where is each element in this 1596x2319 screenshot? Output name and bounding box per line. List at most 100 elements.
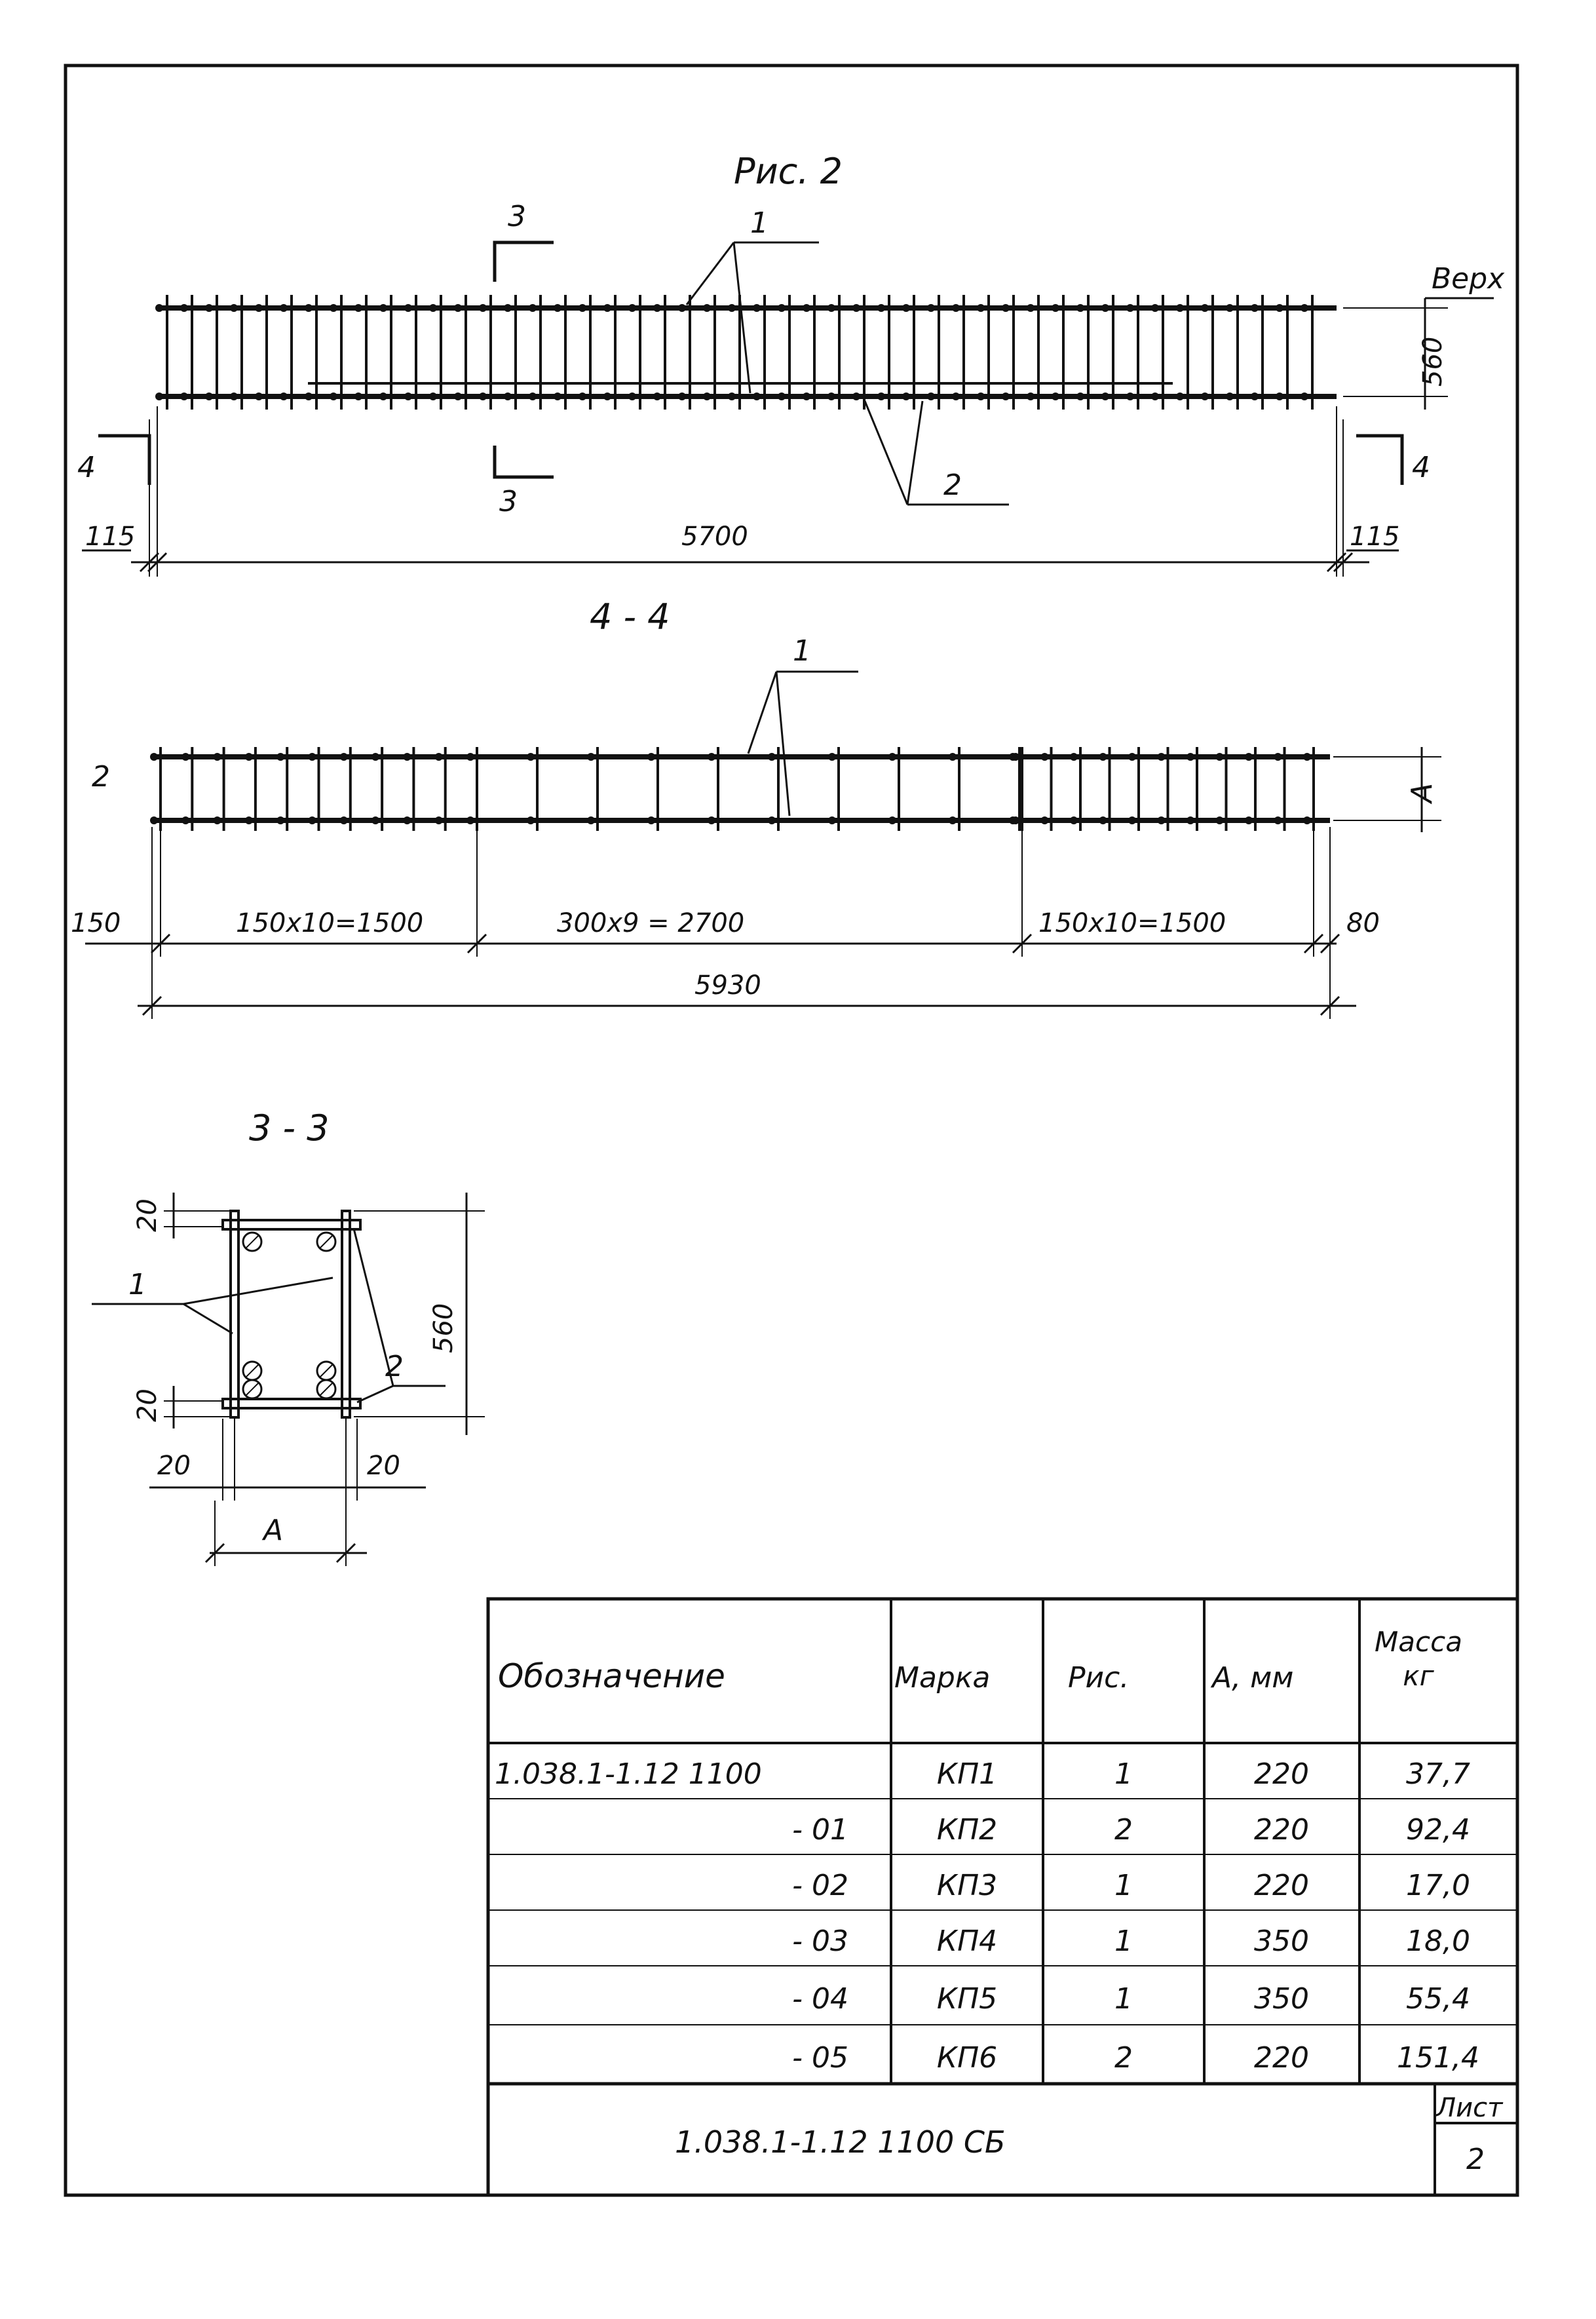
cell-mark: КП4 [937,1925,997,1958]
callout-2-label: 2 [943,469,962,502]
s33-hatch-3 [245,1364,259,1378]
weld-dot [150,753,158,761]
weld-dot [181,816,190,824]
weld-dot [434,753,443,761]
weld-dot [213,753,221,761]
weld-dot [888,816,896,824]
weld-dot [1226,393,1234,400]
weld-dot [647,816,655,824]
s44-callout-1-leader-b [775,671,791,816]
weld-dot [429,393,437,400]
elevation-stirrups [155,295,1314,410]
weld-dot [753,393,761,400]
spec-table [486,1597,1519,2197]
weld-dot [379,393,387,400]
cell-mass: 92,4 [1406,1813,1470,1847]
cell-fig: 1 [1114,1757,1133,1791]
dim-5700: 5700 [681,522,748,552]
weld-dot [1040,816,1049,824]
weld-dot [628,393,636,400]
weld-dot [434,816,443,824]
weld-dot [753,304,761,312]
s44-dim-seg2: 300x9 = 2700 [557,908,744,938]
weld-dot [603,393,611,400]
weld-dot [280,304,288,312]
s33-hatch-4 [245,1382,259,1396]
weld-dot [1201,393,1209,400]
dim-115-right: 115 [1350,522,1399,552]
weld-dot [1101,304,1109,312]
s33-dim-A-tick-1 [204,1543,225,1563]
header-a: А, мм [1210,1661,1293,1695]
weld-dot [827,393,835,400]
weld-dot [527,753,535,761]
cell-designation: - 05 [792,2041,848,2075]
s33-dim-20-top: 20 [132,1198,162,1232]
title-block-code: 1.038.1-1.12 1100 СБ [675,2124,1006,2160]
callout-2-leader-a [864,400,909,505]
weld-dot [429,304,437,312]
s33-hatch-1 [245,1235,259,1249]
weld-dot [1076,304,1084,312]
s33-dim-20-bottom: 20 [132,1389,162,1422]
weld-dot [1099,753,1107,761]
weld-dot [678,304,686,312]
s33-dim-560: 560 [428,1303,459,1353]
weld-dot [404,393,412,400]
weld-dot [339,816,348,824]
s44-dim-total: 5930 [694,970,761,1001]
weld-dot [888,753,896,761]
weld-dot [1052,304,1059,312]
weld-dot [828,753,836,761]
weld-dot [276,753,285,761]
weld-dot [308,753,316,761]
section-33-view [92,1193,485,1566]
s44-tick-2 [466,933,487,954]
cell-designation: - 02 [792,1869,848,1902]
cut-3-top-label: 3 [508,200,526,233]
cell-fig: 1 [1114,1982,1133,2016]
weld-dot [339,753,348,761]
cell-mark: КП2 [937,1813,997,1847]
weld-dot [952,304,960,312]
weld-dot [379,304,387,312]
weld-dot [1303,753,1311,761]
weld-dot [255,393,263,400]
weld-dot [653,304,661,312]
weld-dot [155,304,163,312]
weld-dot [703,304,711,312]
weld-dot [1245,816,1253,824]
s33-hatch-6 [319,1382,333,1396]
s44-dim-80: 80 [1346,908,1380,938]
s33-hatch-2 [319,1235,333,1249]
weld-dot [728,304,736,312]
weld-dot [1301,393,1308,400]
weld-dot [213,816,221,824]
weld-dot [768,816,776,824]
cell-fig: 1 [1114,1869,1133,1902]
s44-total-tick-1 [142,995,162,1016]
weld-dot [708,753,715,761]
weld-dot [902,304,910,312]
weld-dot [1176,393,1184,400]
s33-right-post [341,1210,351,1419]
header-mass: Масса кг [1375,1626,1462,1692]
section-33-title: 3 - 3 [249,1107,330,1149]
weld-dot [554,393,561,400]
weld-dot [949,816,957,824]
weld-dot [852,393,860,400]
weld-dot [1151,304,1159,312]
cell-a: 350 [1254,1982,1309,2016]
weld-dot [504,304,512,312]
weld-dot [678,393,686,400]
table-frame [486,1597,1519,2197]
weld-dot [949,753,957,761]
weld-dot [1027,393,1035,400]
weld-dot [404,304,412,312]
cell-mark: КП6 [937,2041,997,2075]
cut-4-right-mark [1356,434,1404,485]
weld-dot [1099,816,1107,824]
weld-dot [1027,304,1035,312]
weld-dot [1002,393,1010,400]
